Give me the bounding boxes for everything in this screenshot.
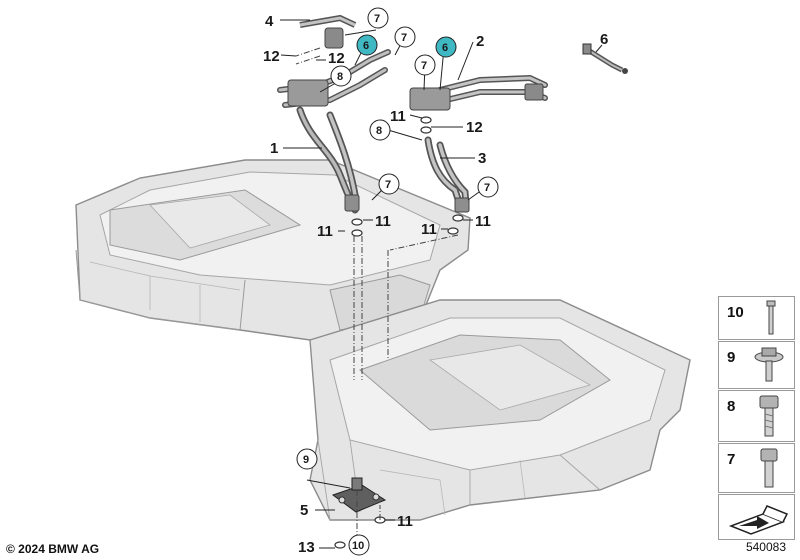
- callout-11-b: 11: [317, 223, 333, 240]
- assembly-lines: [295, 47, 459, 540]
- legend-number: 9: [727, 349, 736, 366]
- svg-text:10: 10: [352, 540, 364, 552]
- battery-housing-left: [75, 159, 471, 341]
- bolt-with-washer-icon: [754, 347, 784, 382]
- legend-item-7: 7: [718, 443, 795, 493]
- svg-text:6: 6: [442, 42, 448, 54]
- callout-11-d: 11: [421, 221, 437, 238]
- coolant-line-4: [287, 14, 357, 107]
- svg-text:7: 7: [484, 182, 490, 194]
- svg-text:8: 8: [337, 71, 343, 83]
- svg-text:7: 7: [401, 32, 407, 44]
- legend-item-8: 8: [718, 390, 795, 442]
- callout-12-b: 12: [328, 50, 345, 67]
- callout-6-b: 6: [435, 36, 457, 58]
- callout-12-a: 12: [263, 48, 280, 65]
- sensor-6: [582, 43, 628, 74]
- callout-12-c: 12: [466, 119, 483, 136]
- callout-7-a: 7: [367, 7, 389, 29]
- legend-number: 10: [727, 304, 744, 321]
- callout-13: 13: [298, 539, 315, 556]
- callout-7-e: 7: [477, 176, 499, 198]
- seal-arrow-icon: [728, 505, 789, 535]
- callout-9: 9: [296, 448, 318, 470]
- torx-bolt-icon: [759, 395, 779, 437]
- legend-item-9: 9: [718, 341, 795, 389]
- legend-seal-symbol: [718, 494, 795, 540]
- svg-text:7: 7: [374, 13, 380, 25]
- callout-8-a: 8: [330, 65, 352, 87]
- callout-4: 4: [265, 13, 274, 30]
- callout-6-plain: 6: [600, 31, 608, 48]
- svg-text:8: 8: [376, 125, 382, 137]
- callout-10: 10: [348, 534, 370, 556]
- hex-bolt-icon: [760, 448, 778, 488]
- coolant-line-3: [424, 136, 470, 213]
- legend-number: 8: [727, 398, 736, 415]
- diagram-number: 540083: [745, 540, 786, 554]
- callout-1: 1: [270, 140, 278, 157]
- callout-8-b: 8: [369, 119, 391, 141]
- callout-11-f: 11: [397, 513, 413, 530]
- coolant-line-2: [409, 74, 548, 111]
- callout-6-a: 6: [356, 34, 378, 56]
- svg-text:7: 7: [385, 179, 391, 191]
- coolant-connector-5: [331, 477, 387, 513]
- callout-3: 3: [478, 150, 486, 167]
- callout-11-e: 11: [475, 213, 491, 230]
- copyright-notice: © 2024 BMW AG: [6, 542, 100, 556]
- battery-housing-right: [309, 299, 691, 521]
- callout-11-c: 11: [375, 213, 391, 230]
- callouts: 4 2 1 3 6 5 13 12 12 12 11 11 11 11 11 1…: [263, 7, 608, 556]
- screw-icon: [766, 300, 776, 335]
- callout-7-b: 7: [394, 26, 416, 48]
- svg-text:6: 6: [363, 40, 369, 52]
- seal-rings: [334, 116, 464, 549]
- callout-2: 2: [476, 33, 484, 50]
- callout-5: 5: [300, 502, 308, 519]
- svg-text:9: 9: [303, 454, 309, 466]
- callout-7-d: 7: [378, 173, 400, 195]
- legend-item-10: 10: [718, 296, 795, 340]
- callout-11-a: 11: [390, 108, 406, 125]
- svg-text:7: 7: [421, 60, 427, 72]
- legend-number: 7: [727, 451, 736, 468]
- callout-7-c: 7: [414, 54, 436, 76]
